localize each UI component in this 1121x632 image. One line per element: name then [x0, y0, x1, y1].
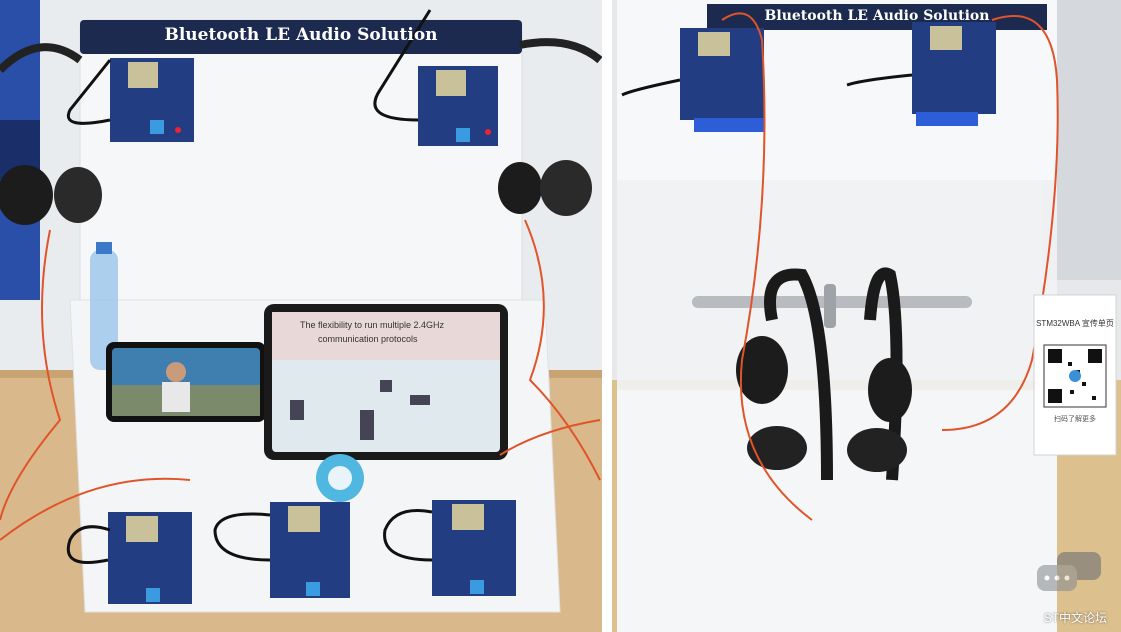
qr-card [1033, 294, 1117, 456]
watermark-text: ST中文论坛 [1043, 611, 1107, 625]
board-top-left [110, 58, 194, 142]
right-photo: Bluetooth LE Audio Solution STM32WBA 宣传单… [612, 0, 1121, 632]
board-bottom-left [108, 512, 192, 604]
right-banner-label: Bluetooth LE Audio Solution [764, 8, 990, 24]
photo-divider [602, 0, 612, 632]
phone [106, 342, 266, 422]
tablet-screen-line1: The flexibility to run multiple 2.4GHz [300, 320, 445, 330]
chat-bubble-icon [1037, 552, 1101, 591]
left-photo: The flexibility to run multiple 2.4GHz c… [0, 0, 602, 632]
tablet [264, 304, 508, 460]
headphone-right [847, 267, 912, 481]
left-photo-scene: The flexibility to run multiple 2.4GHz c… [0, 0, 602, 632]
qr-card-title: STM32WBA 宣传单页 [1036, 319, 1114, 328]
right-board-right [912, 22, 996, 126]
board-bottom-right [432, 500, 516, 596]
qr-card-caption: 扫码了解更多 [1054, 416, 1096, 423]
board-top-right [418, 66, 498, 146]
board-bottom-center [270, 502, 350, 598]
left-banner-label: Bluetooth LE Audio Solution [164, 25, 438, 45]
right-board-left [680, 28, 764, 132]
headphone-left [736, 268, 833, 481]
right-photo-scene [612, 0, 1121, 632]
tablet-screen-line2: communication protocols [318, 334, 418, 344]
